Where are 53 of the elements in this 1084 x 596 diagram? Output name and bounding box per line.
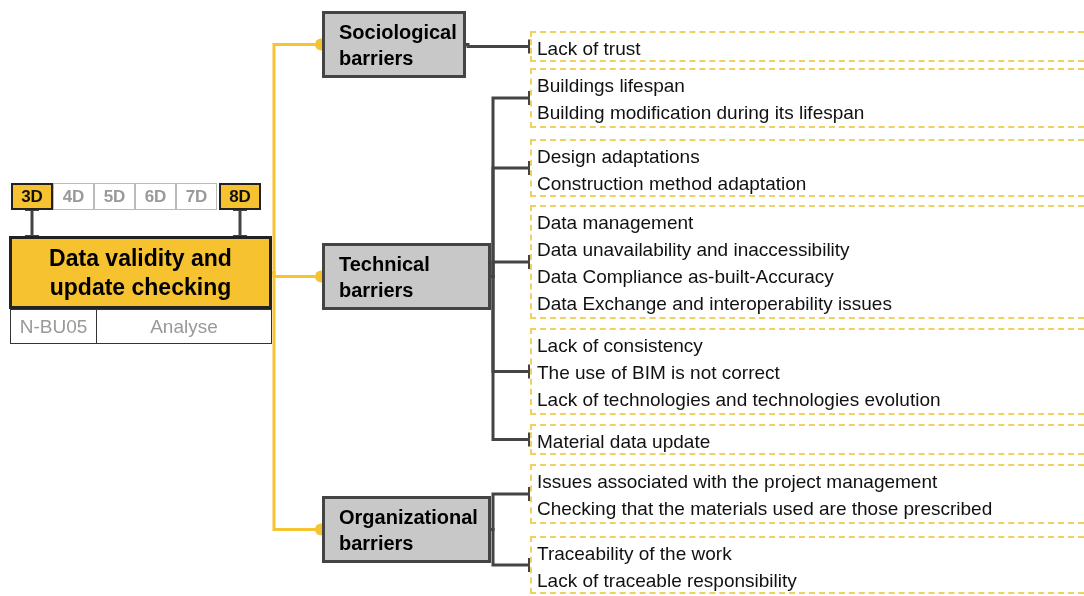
- barrier-item-text: Lack of trust: [537, 37, 642, 61]
- category-label: Technical barriers: [339, 251, 431, 303]
- dimension-tag: [135, 183, 176, 210]
- connector: [490, 528, 530, 573]
- connector: [490, 275, 530, 448]
- barrier-list-box: [530, 68, 1084, 128]
- barrier-item-text: Lack of consistency: [537, 334, 704, 358]
- barrier-item-text: Buildings lifespan: [537, 74, 686, 98]
- barrier-item-text: Issues associated with the project management: [537, 470, 939, 494]
- barrier-list-box: [530, 424, 1084, 455]
- category-label: Organizational barriers: [339, 504, 479, 556]
- category-label: Sociological barriers: [339, 19, 458, 71]
- connector: [490, 486, 530, 531]
- category-box: [322, 496, 491, 563]
- cell-label: Analyse: [150, 315, 218, 338]
- info-cell: [10, 309, 97, 344]
- barrier-item-text: Lack of traceable responsibility: [537, 569, 798, 593]
- barrier-item-text: Checking that the materials used are those prescribed: [537, 497, 994, 521]
- cell-label: 3D: [21, 186, 43, 207]
- dimension-tag: [176, 183, 217, 210]
- cell-label: 4D: [62, 186, 85, 207]
- cell-label: 6D: [144, 186, 167, 207]
- category-box: [322, 11, 466, 78]
- barrier-list-box: [530, 205, 1084, 319]
- barrier-list-box: [530, 139, 1084, 197]
- barrier-item-text: Traceability of the work: [537, 542, 733, 566]
- cell-label: 8D: [229, 186, 251, 207]
- barrier-item-text: Lack of technologies and technologies evolution: [537, 388, 942, 412]
- barrier-list-box: [530, 464, 1084, 524]
- cell-label: 5D: [103, 186, 126, 207]
- barrier-item-text: Design adaptations: [537, 145, 701, 169]
- connector: [465, 38, 530, 55]
- cell-label: 7D: [185, 186, 208, 207]
- topic-title: Data validity and update checking: [48, 243, 233, 302]
- barrier-item-text: Building modification during its lifespan: [537, 101, 866, 125]
- info-cell: [96, 309, 272, 344]
- cell-label: N-BU05: [19, 315, 88, 338]
- barrier-item-text: Data unavailability and inaccessibility: [537, 238, 851, 262]
- barrier-list-box: [530, 328, 1084, 415]
- barrier-list-box: [530, 536, 1084, 594]
- dimension-tag: [219, 183, 261, 210]
- barrier-item-text: Data Compliance as-built-Accuracy: [537, 265, 835, 289]
- dimension-tag: [94, 183, 135, 210]
- barrier-list-box: [530, 31, 1084, 62]
- barrier-item-text: Data management: [537, 211, 695, 235]
- barrier-item-text: The use of BIM is not correct: [537, 361, 781, 385]
- dimension-tag: [11, 183, 53, 210]
- dimension-tag: [53, 183, 94, 210]
- main-topic-box: [9, 236, 272, 309]
- barrier-item-text: Construction method adaptation: [537, 172, 808, 196]
- barrier-item-text: Data Exchange and interoperability issues: [537, 292, 893, 316]
- category-box: [322, 243, 491, 310]
- barrier-item-text: Material data update: [537, 430, 712, 454]
